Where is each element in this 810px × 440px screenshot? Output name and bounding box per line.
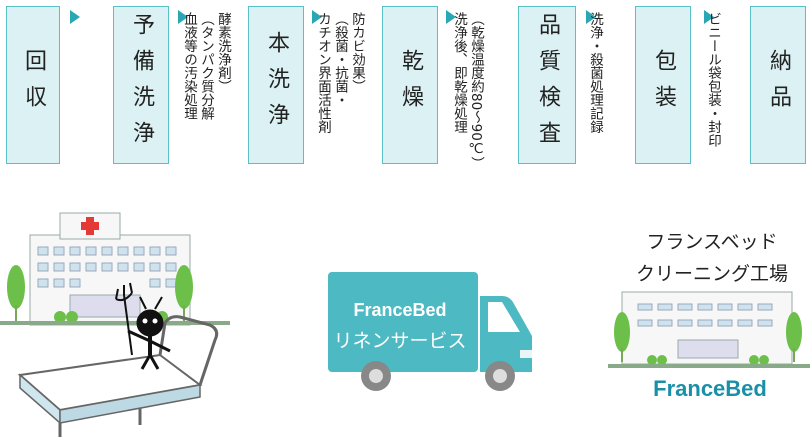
inspect-note: 洗浄・殺菌処理記録 [587, 12, 603, 134]
dry-note: （乾燥温度約80〜90℃） 洗浄後、即乾燥処理 [451, 12, 484, 171]
step-deliver: 納品 [750, 6, 806, 164]
step-label: 予備洗浄 [129, 13, 154, 157]
mainwash-note: 防カビ効果） （殺菌・抗菌・ カチオン界面活性剤 [315, 12, 365, 134]
step-prewash: 予備洗浄 [113, 6, 169, 164]
step-dry: 乾燥 [382, 6, 438, 164]
flow-arrow [704, 10, 714, 24]
flow-arrow [586, 10, 596, 24]
step-collection: 回収 [6, 6, 60, 164]
step-label: 品質検査 [535, 13, 560, 157]
step-mainwash: 本洗浄 [248, 6, 304, 164]
truck-illustration [328, 272, 532, 391]
hospital-illustration [0, 212, 230, 437]
prewash-note: 酵素洗浄剤） （タンパク質分解 血液等の汚染処理 [181, 12, 231, 120]
truck-service-label: リネンサービス [333, 330, 467, 352]
truck-brand-logo: FranceBed [353, 300, 447, 320]
factory-illustration [608, 291, 810, 368]
flow-arrow [446, 10, 456, 24]
step-label: 納品 [766, 49, 791, 121]
pack-note: ビニール袋包装・封印 [705, 12, 721, 147]
step-pack: 包装 [635, 6, 691, 164]
factory-title: フランスベッド クリーニング工場 [635, 231, 788, 285]
step-label: 本洗浄 [264, 31, 289, 139]
factory-brand-logo: FranceBed [653, 376, 767, 401]
step-inspect: 品質検査 [518, 6, 576, 164]
flow-arrow [70, 10, 80, 24]
flow-arrow [312, 10, 322, 24]
step-label: 乾燥 [398, 49, 423, 121]
step-label: 回収 [21, 49, 46, 121]
flow-arrow [178, 10, 188, 24]
step-label: 包装 [651, 49, 676, 121]
